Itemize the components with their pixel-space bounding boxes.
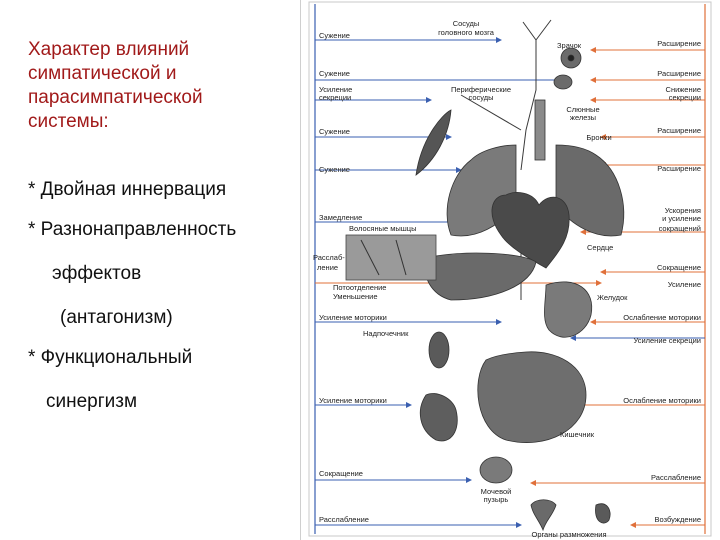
bullet-functional: * Функциональный [28,347,193,368]
label-left-secretion: секреции [319,93,351,102]
slide-title: Характер влияний симпатической и парасим… [28,38,288,134]
label-left-motility-1: Усиление моторики [319,313,387,322]
left-text-panel: Характер влияний симпатической и парасим… [0,0,300,540]
title-line-1: Характер влияний [28,39,190,60]
label-right-secretion: секреции [669,93,701,102]
label-right-contractions: сокращений [659,224,701,233]
label-right-increase: Усиление [668,280,701,289]
organs [415,47,625,532]
label-salivary-1: Слюнные [566,105,599,114]
label-right-contraction: Сокращение [657,263,701,272]
label-heart: Сердце [587,243,613,252]
stomach-organ [544,281,593,338]
top-labels: Сосуды головного мозга [438,19,495,37]
label-salivary-2: железы [570,113,596,122]
label-relax-2: ление [317,263,338,272]
label-sweating: Потоотделение [333,283,386,292]
label-decrease: Уменьшение [333,292,378,301]
label-bladder-1: Мочевой [481,487,512,496]
label-reproductive-organs: Органы размножения [531,530,606,539]
heart-organ [491,192,570,269]
uterus-organ [530,499,557,532]
label-left-constriction-2: Сужение [319,69,350,78]
bullet-effects: эффектов [52,263,142,284]
center-labels: Периферические сосуды Слюнные железы Бро… [451,85,628,539]
label-right-acceleration: Ускорения [665,206,701,215]
left-labels: Сужение Сужение Усиление секреции Сужени… [313,31,417,524]
label-intestine: Кишечник [560,430,595,439]
bullet-synergism: синергизм [46,391,138,412]
diagram-frame [308,1,712,537]
label-brain-vessels-2: головного мозга [438,28,495,37]
label-right-motility-weak-1: Ослабление моторики [623,313,701,322]
testis-organ [595,503,611,524]
label-left-constriction-1: Сужение [319,31,350,40]
title-line-3: парасимпатической [28,87,203,108]
label-right-decrease: Снижение [666,85,701,94]
bullet-dual-innervation: * Двойная иннервация [28,179,227,200]
label-right-excitation: Возбуждение [655,515,701,524]
label-right-dilation-2: Расширение [657,69,701,78]
bladder-organ [479,456,513,484]
label-adrenal: Надпочечник [363,329,409,338]
title-line-2: симпатической и [28,63,177,84]
label-left-increase: Усиление [319,85,352,94]
label-right-secretion-up: Усиление секреции [633,336,701,345]
label-left-relaxation: Расслабление [319,515,369,524]
label-left-motility-2: Усиление моторики [319,396,387,405]
label-left-constriction-3: Сужение [319,127,350,136]
label-right-dilation-3: Расширение [657,126,701,135]
title-line-4: системы: [28,111,109,132]
label-peripheral-vessels-2: сосуды [468,93,493,102]
bullet-opposite-direction: * Разнонаправленность [28,219,237,240]
skin-inset [345,234,437,281]
label-peripheral-vessels-1: Периферические [451,85,511,94]
label-right-motility-weak-2: Ослабление моторики [623,396,701,405]
label-hair-muscles: Волосяные мышцы [349,224,417,233]
label-stomach: Желудок [597,293,628,302]
label-right-dilation-1: Расширение [657,39,701,48]
vessel-muscle-organ [415,109,452,176]
diagram-svg: Сосуды головного мозга Сужение Сужение У… [308,1,712,539]
label-left-constriction-4: Сужение [319,165,350,174]
label-relax-1: Расслаб- [313,253,345,262]
kidney-organ [428,331,450,369]
panel-divider [300,0,301,540]
label-bladder-2: пузырь [484,495,509,504]
label-right-relaxation: Расслабление [651,473,701,482]
right-lung-organ [555,144,625,237]
right-labels: Зрачок Расширение Расширение Снижение се… [557,39,701,524]
autonomic-diagram: Сосуды головного мозга Сужение Сужение У… [301,0,720,540]
label-left-contraction: Сокращение [319,469,363,478]
salivary-organ [553,74,573,90]
label-right-dilation-4: Расширение [657,164,701,173]
intestine-organ [477,351,587,443]
label-pupil: Зрачок [557,41,582,50]
label-right-and-increase: и усиление [662,214,701,223]
bullet-antagonism: (антагонизм) [60,307,173,328]
trachea-organ [534,99,546,161]
liver-organ [424,252,537,301]
colon-organ [419,393,458,442]
label-left-slowing: Замедление [319,213,362,222]
label-brain-vessels-1: Сосуды [453,19,480,28]
label-bronchi: Бронхи [586,133,611,142]
